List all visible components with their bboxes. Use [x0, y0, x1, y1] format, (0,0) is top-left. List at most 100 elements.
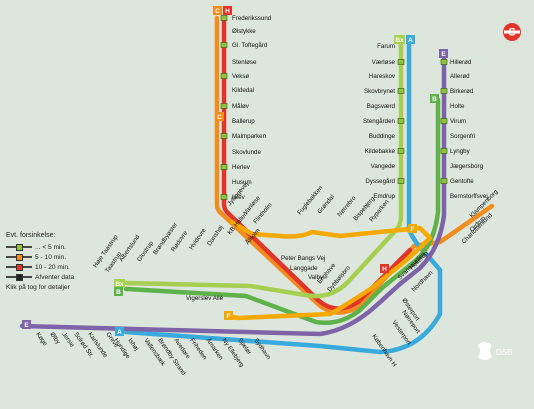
station-stenl-se[interactable]: Stenløse: [232, 59, 257, 66]
svg-text:Gentofte: Gentofte: [450, 178, 474, 185]
line-e-hillerod[interactable]: [19, 55, 447, 337]
station-gl-tofteg-rd[interactable]: Gl. Toftegård: [232, 42, 268, 49]
station-j-gersborg[interactable]: Jægersborg: [450, 163, 484, 170]
station-emdrup[interactable]: Emdrup: [373, 193, 395, 200]
train-marker[interactable]: [220, 133, 228, 139]
station-lby[interactable]: Ølby: [48, 331, 62, 346]
station-dysseg-rd[interactable]: Dyssegård: [365, 178, 395, 185]
station-gr-ndal[interactable]: Grøndal: [316, 194, 336, 216]
station-kildedal[interactable]: Kildedal: [232, 87, 254, 94]
line-b-hillerod[interactable]: [123, 97, 441, 325]
station-virum[interactable]: Virum: [450, 118, 466, 125]
svg-text:S: S: [508, 27, 515, 39]
line-badge-a[interactable]: A: [406, 35, 415, 44]
train-marker[interactable]: [397, 59, 405, 65]
station-holte[interactable]: Holte: [450, 103, 465, 110]
station-skovlunde[interactable]: Skovlunde: [232, 149, 261, 156]
station-malmparken[interactable]: Malmparken: [232, 133, 267, 140]
line-badge-b-west[interactable]: B: [114, 287, 123, 296]
line-badge-b[interactable]: B: [430, 94, 439, 103]
svg-text:Herlev: Herlev: [232, 164, 251, 171]
station-steng-rden[interactable]: Stengården: [363, 118, 396, 125]
line-badge-a-south[interactable]: A: [115, 327, 124, 336]
line-badge-h-central[interactable]: H: [380, 264, 389, 273]
train-marker[interactable]: [220, 194, 228, 200]
line-badge-f-south[interactable]: F: [224, 311, 233, 320]
train-marker[interactable]: [440, 118, 448, 124]
line-bx-west[interactable]: [123, 279, 351, 299]
svg-text:Langgade: Langgade: [290, 265, 318, 272]
legend-item-lt5: ... < 5 min.: [6, 242, 126, 252]
line-badge-c[interactable]: C: [213, 6, 222, 15]
station-farum[interactable]: Farum: [377, 43, 395, 50]
svg-text:Lyngby: Lyngby: [450, 148, 471, 155]
svg-text:Danshøj: Danshøj: [206, 224, 225, 247]
train-marker[interactable]: [220, 42, 228, 48]
svg-text:Peter Bangs Vej: Peter Bangs Vej: [281, 255, 325, 262]
station-vigerslev-all[interactable]: Vigerslev Allé: [186, 295, 224, 302]
station-hvidovre[interactable]: Hvidovre: [188, 227, 208, 251]
station-sorgenfri[interactable]: Sorgenfri: [450, 133, 475, 140]
line-badge-e[interactable]: E: [439, 49, 448, 58]
station-lstykke[interactable]: Ølstykke: [232, 28, 256, 35]
svg-text:Ishøj: Ishøj: [126, 337, 139, 352]
station-peter-bangs-vej[interactable]: Peter Bangs Vej: [281, 255, 325, 262]
train-marker[interactable]: [397, 88, 405, 94]
station-frederikssund[interactable]: Frederikssund: [232, 15, 272, 22]
station-hiller-d[interactable]: Hillerød: [450, 59, 472, 66]
station-herlev[interactable]: Herlev: [232, 164, 251, 171]
station-bernstorffsvej[interactable]: Bernstorffsvej: [450, 193, 488, 200]
station-husum[interactable]: Husum: [232, 179, 252, 186]
station-skovbrynet[interactable]: Skovbrynet: [364, 88, 395, 95]
train-marker[interactable]: [440, 88, 448, 94]
legend-item-5-10: 5 - 10 min.: [6, 252, 126, 262]
station-langgade[interactable]: Langgade: [290, 265, 318, 272]
station-ballerup[interactable]: Ballerup: [232, 118, 255, 125]
station-bagsv-rd[interactable]: Bagsværd: [367, 103, 396, 110]
station-buddinge[interactable]: Buddinge: [369, 133, 396, 140]
svg-text:E: E: [441, 51, 446, 58]
station-gentofte[interactable]: Gentofte: [450, 178, 474, 185]
station-m-l-v[interactable]: Måløv: [232, 103, 250, 110]
train-marker[interactable]: [220, 103, 228, 109]
station-k-ge[interactable]: Køge: [34, 331, 49, 348]
svg-text:Ølby: Ølby: [48, 331, 62, 346]
station-aller-d[interactable]: Allerød: [450, 73, 470, 80]
station-birker-d[interactable]: Birkerød: [450, 88, 474, 95]
station-dansh-j[interactable]: Danshøj: [206, 224, 225, 247]
station-valby[interactable]: Valby: [308, 274, 324, 281]
line-badge-bx-west[interactable]: Bx: [114, 279, 125, 288]
station-hareskov[interactable]: Hareskov: [369, 73, 396, 80]
train-marker[interactable]: [397, 118, 405, 124]
train-marker[interactable]: [220, 15, 228, 21]
station-ish-j[interactable]: Ishøj: [126, 337, 139, 352]
train-marker[interactable]: [220, 164, 228, 170]
svg-text:B: B: [116, 289, 121, 296]
line-c-west[interactable]: [214, 15, 495, 315]
train-marker[interactable]: [397, 148, 405, 154]
train-marker[interactable]: [220, 73, 228, 79]
station-kildebakke[interactable]: Kildebakke: [365, 148, 396, 155]
svg-text:Vigerslev Allé: Vigerslev Allé: [186, 295, 224, 302]
line-badge-f[interactable]: F: [408, 224, 417, 233]
svg-text:Bx: Bx: [395, 37, 404, 44]
svg-text:Frederikssund: Frederikssund: [232, 15, 272, 22]
line-f-ring[interactable]: [225, 219, 433, 321]
train-marker[interactable]: [440, 178, 448, 184]
station-v-rl-se[interactable]: Værløse: [372, 59, 396, 66]
station-islev[interactable]: Islev: [232, 194, 246, 201]
station-vangede[interactable]: Vangede: [371, 163, 396, 170]
svg-text:Holte: Holte: [450, 103, 465, 110]
train-marker[interactable]: [397, 178, 405, 184]
line-a-farum[interactable]: [123, 40, 443, 355]
station-veks[interactable]: Veksø: [232, 73, 249, 80]
train-marker[interactable]: [440, 148, 448, 154]
line-badge-bx[interactable]: Bx: [394, 35, 405, 44]
line-badge-h[interactable]: H: [223, 6, 232, 15]
line-badge-e-south[interactable]: E: [22, 320, 31, 329]
train-marker[interactable]: [440, 59, 448, 65]
station-lyngby[interactable]: Lyngby: [450, 148, 471, 155]
line-h-west[interactable]: [221, 15, 413, 311]
line-badge-c-mid[interactable]: C: [215, 112, 224, 121]
